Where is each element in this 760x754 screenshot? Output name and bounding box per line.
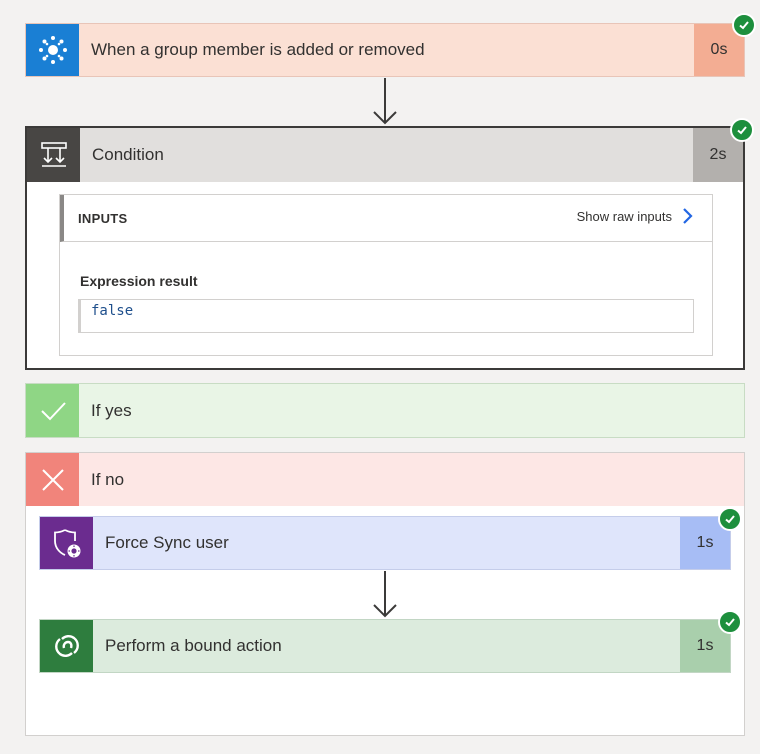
- checkmark-icon: [40, 401, 66, 420]
- condition-icon-box: [27, 128, 80, 182]
- condition-icon: [40, 142, 67, 167]
- trigger-title: When a group member is added or removed: [91, 40, 425, 59]
- flow-arrow-icon: [373, 78, 397, 125]
- force-sync-title: Force Sync user: [105, 533, 229, 552]
- shield-gear-icon: [53, 529, 80, 558]
- expression-result-label: Expression result: [80, 273, 198, 289]
- chevron-right-icon: [683, 208, 693, 224]
- condition-title: Condition: [92, 145, 164, 164]
- success-check-icon: [718, 610, 742, 634]
- close-icon: [41, 468, 64, 491]
- show-raw-inputs-link[interactable]: Show raw inputs: [577, 207, 694, 225]
- if-no-icon-box: [26, 453, 79, 506]
- dataverse-icon: [54, 635, 79, 657]
- if-yes-icon-box: [26, 384, 79, 437]
- success-check-icon: [732, 13, 756, 37]
- force-sync-user-action[interactable]: Force Sync user 1s: [39, 516, 731, 570]
- azure-ad-icon: [38, 36, 67, 64]
- expression-result-value: false: [78, 299, 694, 333]
- perform-bound-icon-box: [40, 620, 93, 672]
- perform-bound-title: Perform a bound action: [105, 636, 282, 655]
- force-sync-icon-box: [40, 517, 93, 569]
- inputs-panel: INPUTS Show raw inputs Expression result…: [59, 194, 713, 356]
- if-yes-title: If yes: [91, 400, 132, 420]
- perform-bound-action[interactable]: Perform a bound action 1s: [39, 619, 731, 673]
- success-check-icon: [718, 507, 742, 531]
- condition-container: Condition 2s INPUTS Show raw inputs Expr…: [25, 126, 745, 370]
- force-sync-duration: 1s: [680, 517, 730, 569]
- inputs-label: INPUTS: [78, 211, 128, 226]
- if-no-header[interactable]: If no: [26, 453, 744, 506]
- show-raw-inputs-label: Show raw inputs: [576, 208, 672, 224]
- success-check-icon: [730, 118, 754, 142]
- expression-result-text: false: [91, 303, 134, 319]
- if-yes-branch[interactable]: If yes: [25, 383, 745, 438]
- inputs-header: INPUTS Show raw inputs: [60, 195, 712, 242]
- trigger-icon-box: [26, 24, 79, 76]
- condition-header[interactable]: Condition 2s: [27, 128, 743, 182]
- flow-arrow-icon: [373, 571, 397, 618]
- trigger-card[interactable]: When a group member is added or removed …: [25, 23, 745, 77]
- if-no-title: If no: [91, 469, 125, 489]
